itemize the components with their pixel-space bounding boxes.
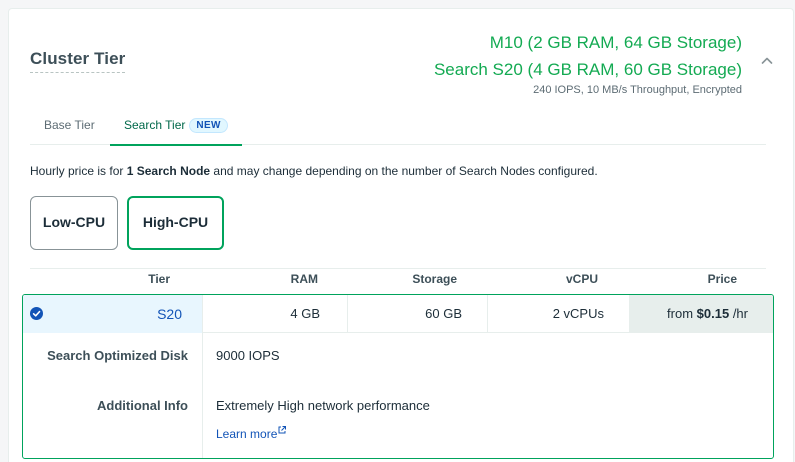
- price-value: $0.15: [696, 306, 730, 321]
- table-header: Tier RAM Storage vCPU Price: [30, 268, 766, 295]
- tier-name: S20: [157, 306, 182, 322]
- tab-label: Base Tier: [44, 118, 95, 132]
- hint-bold: 1 Search Node: [126, 164, 211, 178]
- search-disk-value: 9000 IOPS: [216, 348, 280, 363]
- tier-summary: M10 (2 GB RAM, 64 GB Storage) Search S20…: [434, 29, 742, 98]
- price-cell: from $0.15 /hr: [629, 295, 773, 333]
- tier-table-selected[interactable]: S20 4 GB 60 GB 2 vCPUs from $0.15 /hr Se…: [22, 294, 774, 459]
- detail-divider: [202, 333, 203, 458]
- price-prefix: from: [667, 306, 697, 321]
- cluster-tier-card: Cluster Tier M10 (2 GB RAM, 64 GB Storag…: [8, 8, 794, 462]
- external-link-icon: [278, 426, 287, 434]
- header-vcpu: vCPU: [565, 272, 598, 286]
- summary-base-tier: M10 (2 GB RAM, 64 GB Storage): [489, 33, 742, 52]
- tab-label: Search Tier: [124, 118, 186, 132]
- summary-meta: 240 IOPS, 10 MB/s Throughput, Encrypted: [533, 84, 742, 96]
- hint-suffix: and may change depending on the number o…: [210, 164, 598, 178]
- section-title: Cluster Tier: [30, 49, 126, 73]
- high-cpu-option[interactable]: High-CPU: [127, 196, 224, 250]
- header-price: Price: [707, 272, 737, 286]
- additional-info-label: Additional Info: [97, 398, 188, 413]
- chevron-up-icon[interactable]: [761, 55, 773, 67]
- vcpu-cell: 2 vCPUs: [487, 295, 629, 333]
- storage-cell: 60 GB: [347, 295, 487, 333]
- ram-cell: 4 GB: [202, 295, 347, 333]
- learn-more-label: Learn more: [216, 427, 278, 441]
- summary-search-tier: Search S20 (4 GB RAM, 60 GB Storage): [433, 60, 742, 79]
- search-disk-label: Search Optimized Disk: [47, 348, 188, 363]
- header-ram: RAM: [290, 272, 318, 286]
- tab-base-tier[interactable]: Base Tier: [44, 112, 95, 145]
- learn-more-link[interactable]: Learn more: [216, 426, 287, 441]
- header-tier: Tier: [148, 272, 170, 286]
- header-storage: Storage: [412, 272, 457, 286]
- pricing-hint: Hourly price is for 1 Search Node and ma…: [30, 164, 598, 178]
- new-badge: NEW: [189, 118, 228, 133]
- low-cpu-option[interactable]: Low-CPU: [30, 196, 118, 250]
- price-suffix: /hr: [729, 306, 748, 321]
- table-row[interactable]: S20 4 GB 60 GB 2 vCPUs from $0.15 /hr: [23, 295, 773, 333]
- tier-cell: S20: [23, 295, 202, 333]
- check-circle-icon: [30, 307, 43, 320]
- hint-prefix: Hourly price is for: [30, 164, 127, 178]
- additional-info-value: Extremely High network performance: [216, 398, 430, 413]
